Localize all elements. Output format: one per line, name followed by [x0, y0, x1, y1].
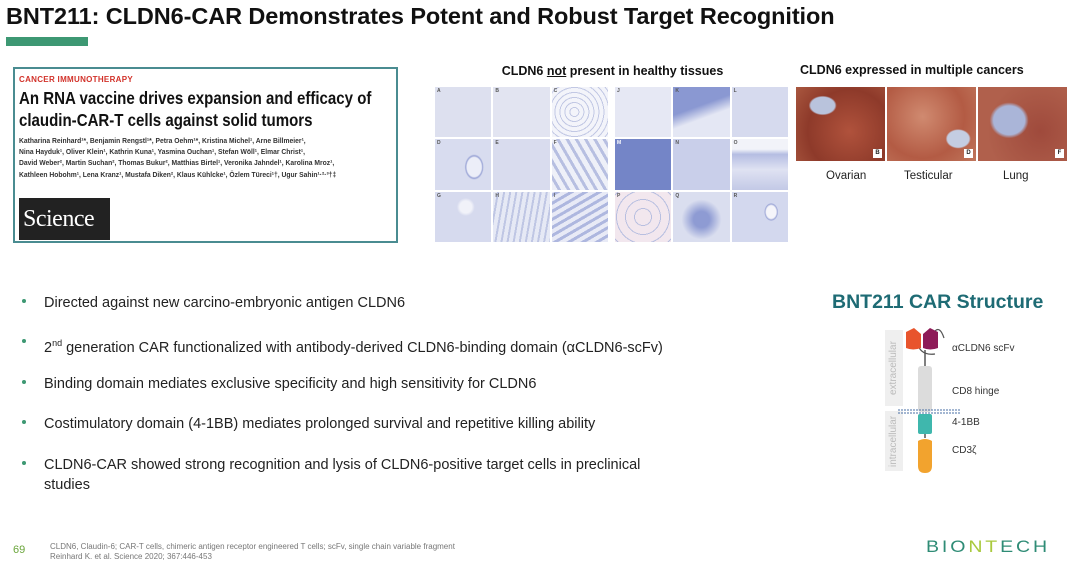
- tissue-image: J: [615, 87, 672, 138]
- tissue-image: N: [673, 139, 730, 190]
- tissue-image: C: [551, 87, 608, 138]
- bullet-dot: [22, 380, 26, 384]
- footnote-reference: Reinhard K. et al. Science 2020; 367:446…: [50, 552, 212, 561]
- page-number: 69: [13, 544, 26, 556]
- tissue-image: O: [731, 139, 788, 190]
- author-line: Katharina Reinhard¹*, Benjamin Rengstl¹*…: [19, 136, 306, 145]
- cancer-label-ovarian: Ovarian: [826, 170, 867, 182]
- bullet-dot: [22, 339, 26, 343]
- paper-category: CANCER IMMUNOTHERAPY: [19, 75, 133, 84]
- tissue-image: E: [493, 139, 550, 190]
- footnote: CLDN6, Claudin-6; CAR-T cells, chimeric …: [50, 542, 455, 561]
- part-label-cd8-hinge: CD8 hinge: [952, 386, 1000, 397]
- footnote-abbreviations: CLDN6, Claudin-6; CAR-T cells, chimeric …: [50, 542, 455, 551]
- healthy-tissues-caption: CLDN6 not present in healthy tissues: [501, 64, 724, 78]
- tissue-image: F: [551, 139, 608, 190]
- intracellular-region-label: intracellular: [885, 411, 903, 471]
- cancer-label-testicular: Testicular: [904, 170, 953, 182]
- author-line: David Weber², Martin Suchan², Thomas Buk…: [19, 158, 335, 168]
- car-molecule-icon: [898, 328, 960, 473]
- tissue-image: I: [551, 191, 608, 242]
- biontech-logo: BIONTECH: [926, 537, 1051, 556]
- cancer-image-lung: F: [978, 87, 1067, 161]
- author-line: Nina Hayduk¹, Oliver Klein¹, Kathrin Kun…: [19, 147, 306, 157]
- cancer-label-lung: Lung: [1003, 170, 1029, 182]
- panel-label: B: [873, 149, 882, 158]
- healthy-tissue-grid-right: J K L M N O P Q R: [615, 87, 788, 242]
- car-structure-diagram: extracellular intracellular αCLDN6 scFv …: [880, 320, 1080, 500]
- panel-label: D: [964, 149, 973, 158]
- part-label-41bb: 4-1BB: [952, 417, 980, 428]
- cancer-image-testicular: D: [887, 87, 976, 161]
- car-structure-title: BNT211 CAR Structure: [832, 291, 1044, 313]
- cancer-image-ovarian: B: [796, 87, 885, 161]
- extracellular-region-label: extracellular: [885, 330, 903, 406]
- tissue-image: G: [435, 191, 492, 242]
- tissue-image: P: [615, 191, 672, 242]
- author-line: Kathleen Hobohm¹, Lena Kranz¹, Mustafa D…: [19, 169, 337, 179]
- tissue-image: R: [731, 191, 788, 242]
- healthy-tissue-grid-left: A B C D E F G H I: [435, 87, 608, 242]
- tissue-image: M: [615, 139, 672, 190]
- tissue-image: L: [731, 87, 788, 138]
- paper-title: An RNA vaccine drives expansion and effi…: [19, 87, 372, 131]
- part-label-cd3z: CD3ζ: [952, 445, 977, 456]
- cancer-images: B D F: [796, 87, 1067, 161]
- tissue-image: Q: [673, 191, 730, 242]
- title-accent-bar: [6, 37, 88, 46]
- tissue-image: D: [435, 139, 492, 190]
- science-journal-logo: Science: [19, 198, 110, 240]
- paper-citation-card: CANCER IMMUNOTHERAPY An RNA vaccine driv…: [13, 67, 398, 243]
- panel-label: F: [1055, 149, 1064, 158]
- tissue-image: A: [435, 87, 492, 138]
- bullet-dot: [22, 461, 26, 465]
- tissue-image: K: [673, 87, 730, 138]
- bullet-dot: [22, 420, 26, 424]
- part-label-scfv: αCLDN6 scFv: [952, 343, 1015, 354]
- slide-title: BNT211: CLDN6-CAR Demonstrates Potent an…: [6, 3, 835, 29]
- tissue-image: H: [493, 191, 550, 242]
- cancers-caption: CLDN6 expressed in multiple cancers: [800, 63, 1024, 77]
- paper-title-line2: claudin-CAR-T cells against solid tumors: [19, 110, 313, 130]
- paper-authors: Katharina Reinhard¹*, Benjamin Rengstl¹*…: [19, 135, 397, 180]
- paper-title-line1: An RNA vaccine drives expansion and effi…: [19, 88, 372, 108]
- bullet-dot: [22, 299, 26, 303]
- tissue-image: B: [493, 87, 550, 138]
